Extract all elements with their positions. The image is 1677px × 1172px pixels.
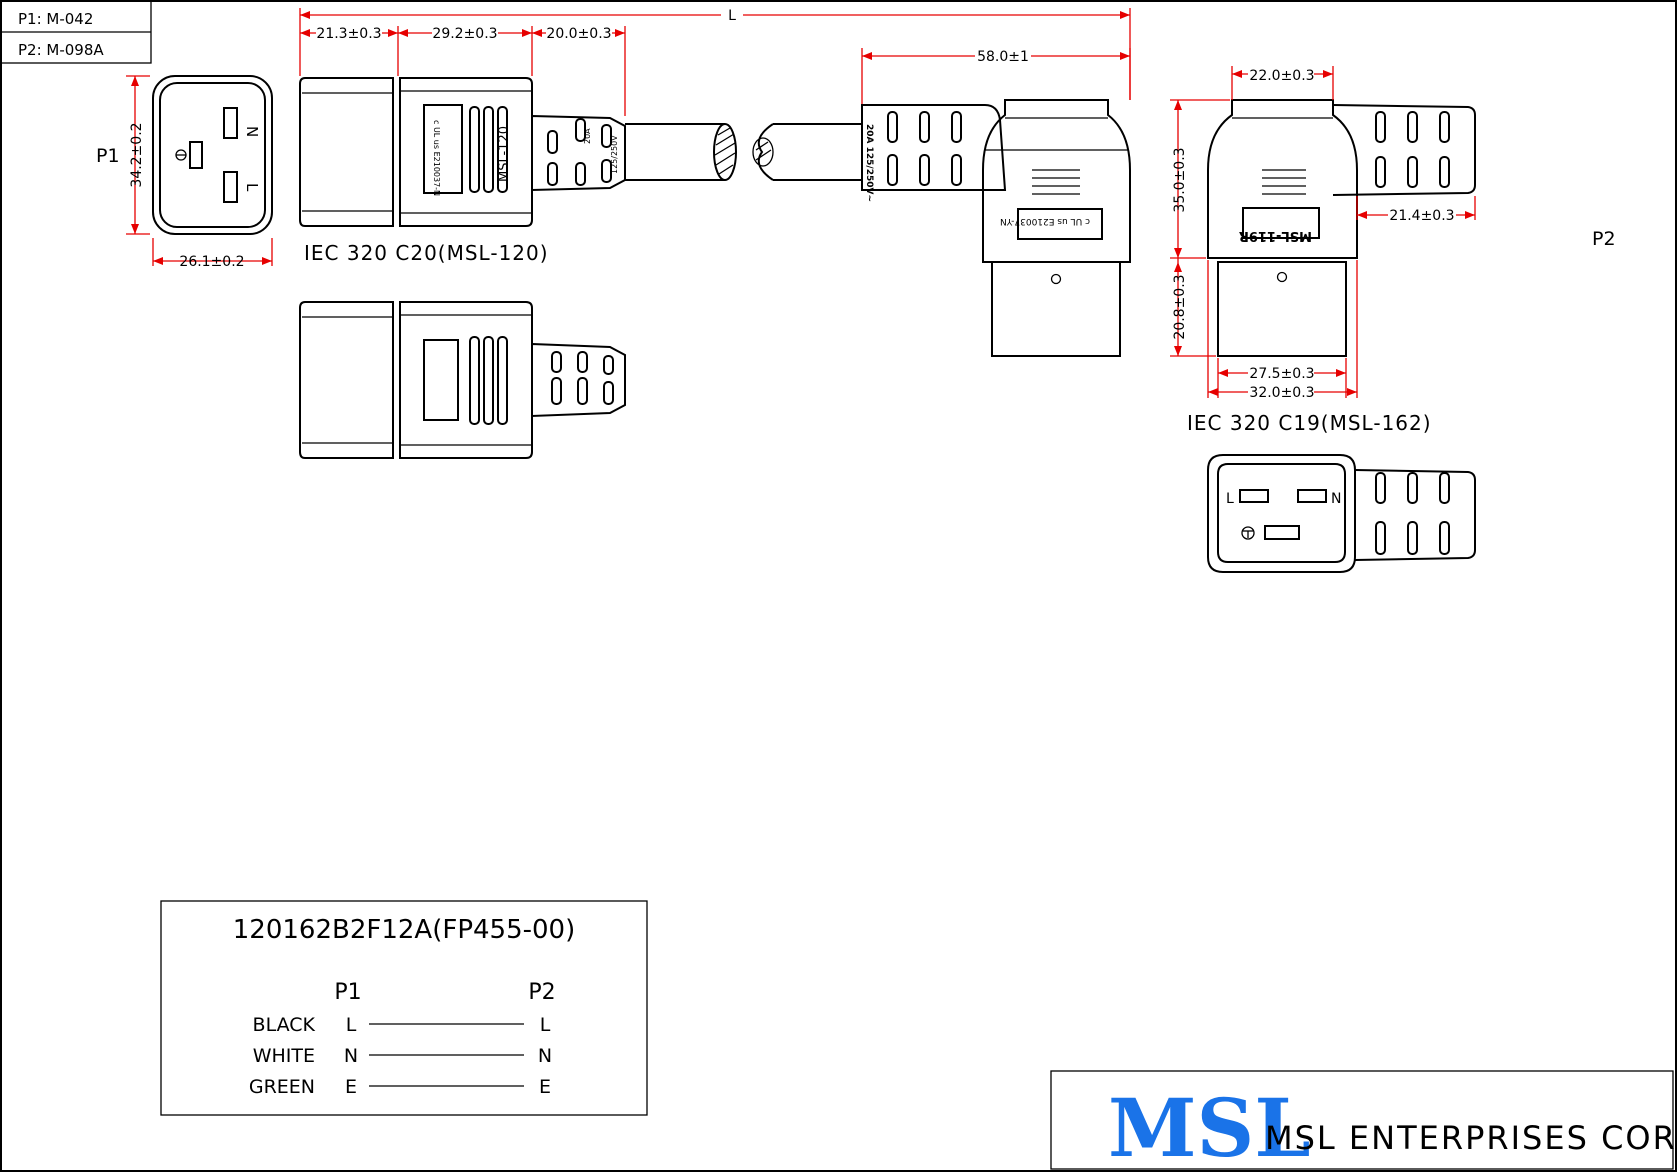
c19-pin-l [1239, 489, 1269, 503]
c20-pin-l [223, 171, 238, 203]
c19-label: IEC 320 C19(MSL-162) [1187, 411, 1432, 435]
c20-grip-dimension: 29.2±0.3 [432, 26, 497, 42]
c19-body-height-dimension: 35.0±0.3 [1172, 147, 1188, 212]
c20-side-view-bottom [299, 301, 626, 459]
c20-side-view-top [299, 77, 626, 227]
c19-face-view [1207, 454, 1476, 573]
wire-color-green: GREEN [249, 1076, 315, 1098]
wiring-table [160, 900, 648, 1116]
c19-inner-width-dimension: 27.5±0.3 [1249, 366, 1314, 382]
c20-pin-l-label: L [243, 183, 261, 192]
c19-side-view [861, 99, 1131, 357]
c19-rating-text: 20A 125/250V~ [864, 124, 874, 202]
wire-color-black: BLACK [253, 1014, 316, 1036]
c20-label: IEC 320 C20(MSL-120) [304, 241, 549, 265]
c20-strain-dimension: 20.0±0.3 [546, 26, 611, 42]
wire-p1-green: E [345, 1076, 357, 1098]
part-number: 120162B2F12A(FP455-00) [233, 915, 575, 945]
c20-model-text: MSL-120 [497, 126, 512, 182]
c19-pin-l-label: L [1226, 491, 1234, 507]
c19-pin-n [1297, 489, 1327, 503]
c19-model-text: MSL-119R [1239, 228, 1312, 243]
p2-part-ref: P2: M-098A [18, 41, 104, 59]
company-name: MSL ENTERPRISES CORP. [1265, 1119, 1677, 1157]
c19-cert-label [1017, 208, 1103, 240]
company-logo: MSL [1108, 1081, 1311, 1172]
c20-cert-text: c UL us E210037-N [432, 120, 441, 196]
p1-part-ref: P1: M-042 [18, 10, 93, 28]
p1-label: P1 [96, 145, 120, 167]
c20-pin-n-label: N [243, 126, 261, 137]
wire-p1-black: L [346, 1014, 357, 1036]
wire-p2-black: L [540, 1014, 551, 1036]
c19-model-label [1242, 207, 1320, 239]
c20-front-dimensions [126, 75, 273, 266]
c19-outer-width-dimension: 32.0±0.3 [1249, 385, 1314, 401]
wire-p2-green: E [539, 1076, 551, 1098]
length-label-bg [721, 8, 743, 22]
total-length-dimension: L [728, 8, 736, 24]
c19-earth-symbol-icon [1241, 526, 1255, 540]
c20-front-view: N L [152, 75, 273, 235]
wiring-col-p1: P1 [334, 980, 361, 1005]
c20-height-dimension: 34.2±0.2 [129, 122, 145, 187]
c20-width-dimension: 26.1±0.2 [179, 254, 244, 270]
c19-front-view [1207, 99, 1476, 357]
wire-p2-white: N [538, 1045, 552, 1067]
wire-color-white: WHITE [253, 1045, 315, 1067]
c20-amp-text: 20A [583, 128, 592, 144]
c19-pin-n-label: N [1331, 491, 1341, 507]
p2-label: P2 [1592, 228, 1616, 250]
c20-volt-text: 125/250V [610, 135, 619, 174]
part-reference-box: P1: M-042 P2: M-098A [0, 0, 152, 64]
c19-cert-text: c UL us E210037-YN [1000, 216, 1090, 226]
c19-top-dimension: 22.0±0.3 [1249, 68, 1314, 84]
wire-p1-white: N [344, 1045, 358, 1067]
c20-pin-earth [189, 141, 203, 169]
c20-body-dimension: 21.3±0.3 [316, 26, 381, 42]
c20-pin-n [223, 107, 238, 139]
c19-side-length-dimension: 58.0±1 [977, 49, 1029, 65]
c19-plug-height-dimension: 20.8±0.3 [1172, 274, 1188, 339]
c19-front-dimensions [1170, 66, 1476, 398]
wiring-col-p2: P2 [528, 980, 555, 1005]
c20-cert-label [423, 104, 463, 194]
c19-pin-earth [1264, 525, 1300, 540]
title-block [1050, 1070, 1674, 1170]
power-cable [625, 123, 862, 181]
c19-strain-dimension: 21.4±0.3 [1389, 208, 1454, 224]
